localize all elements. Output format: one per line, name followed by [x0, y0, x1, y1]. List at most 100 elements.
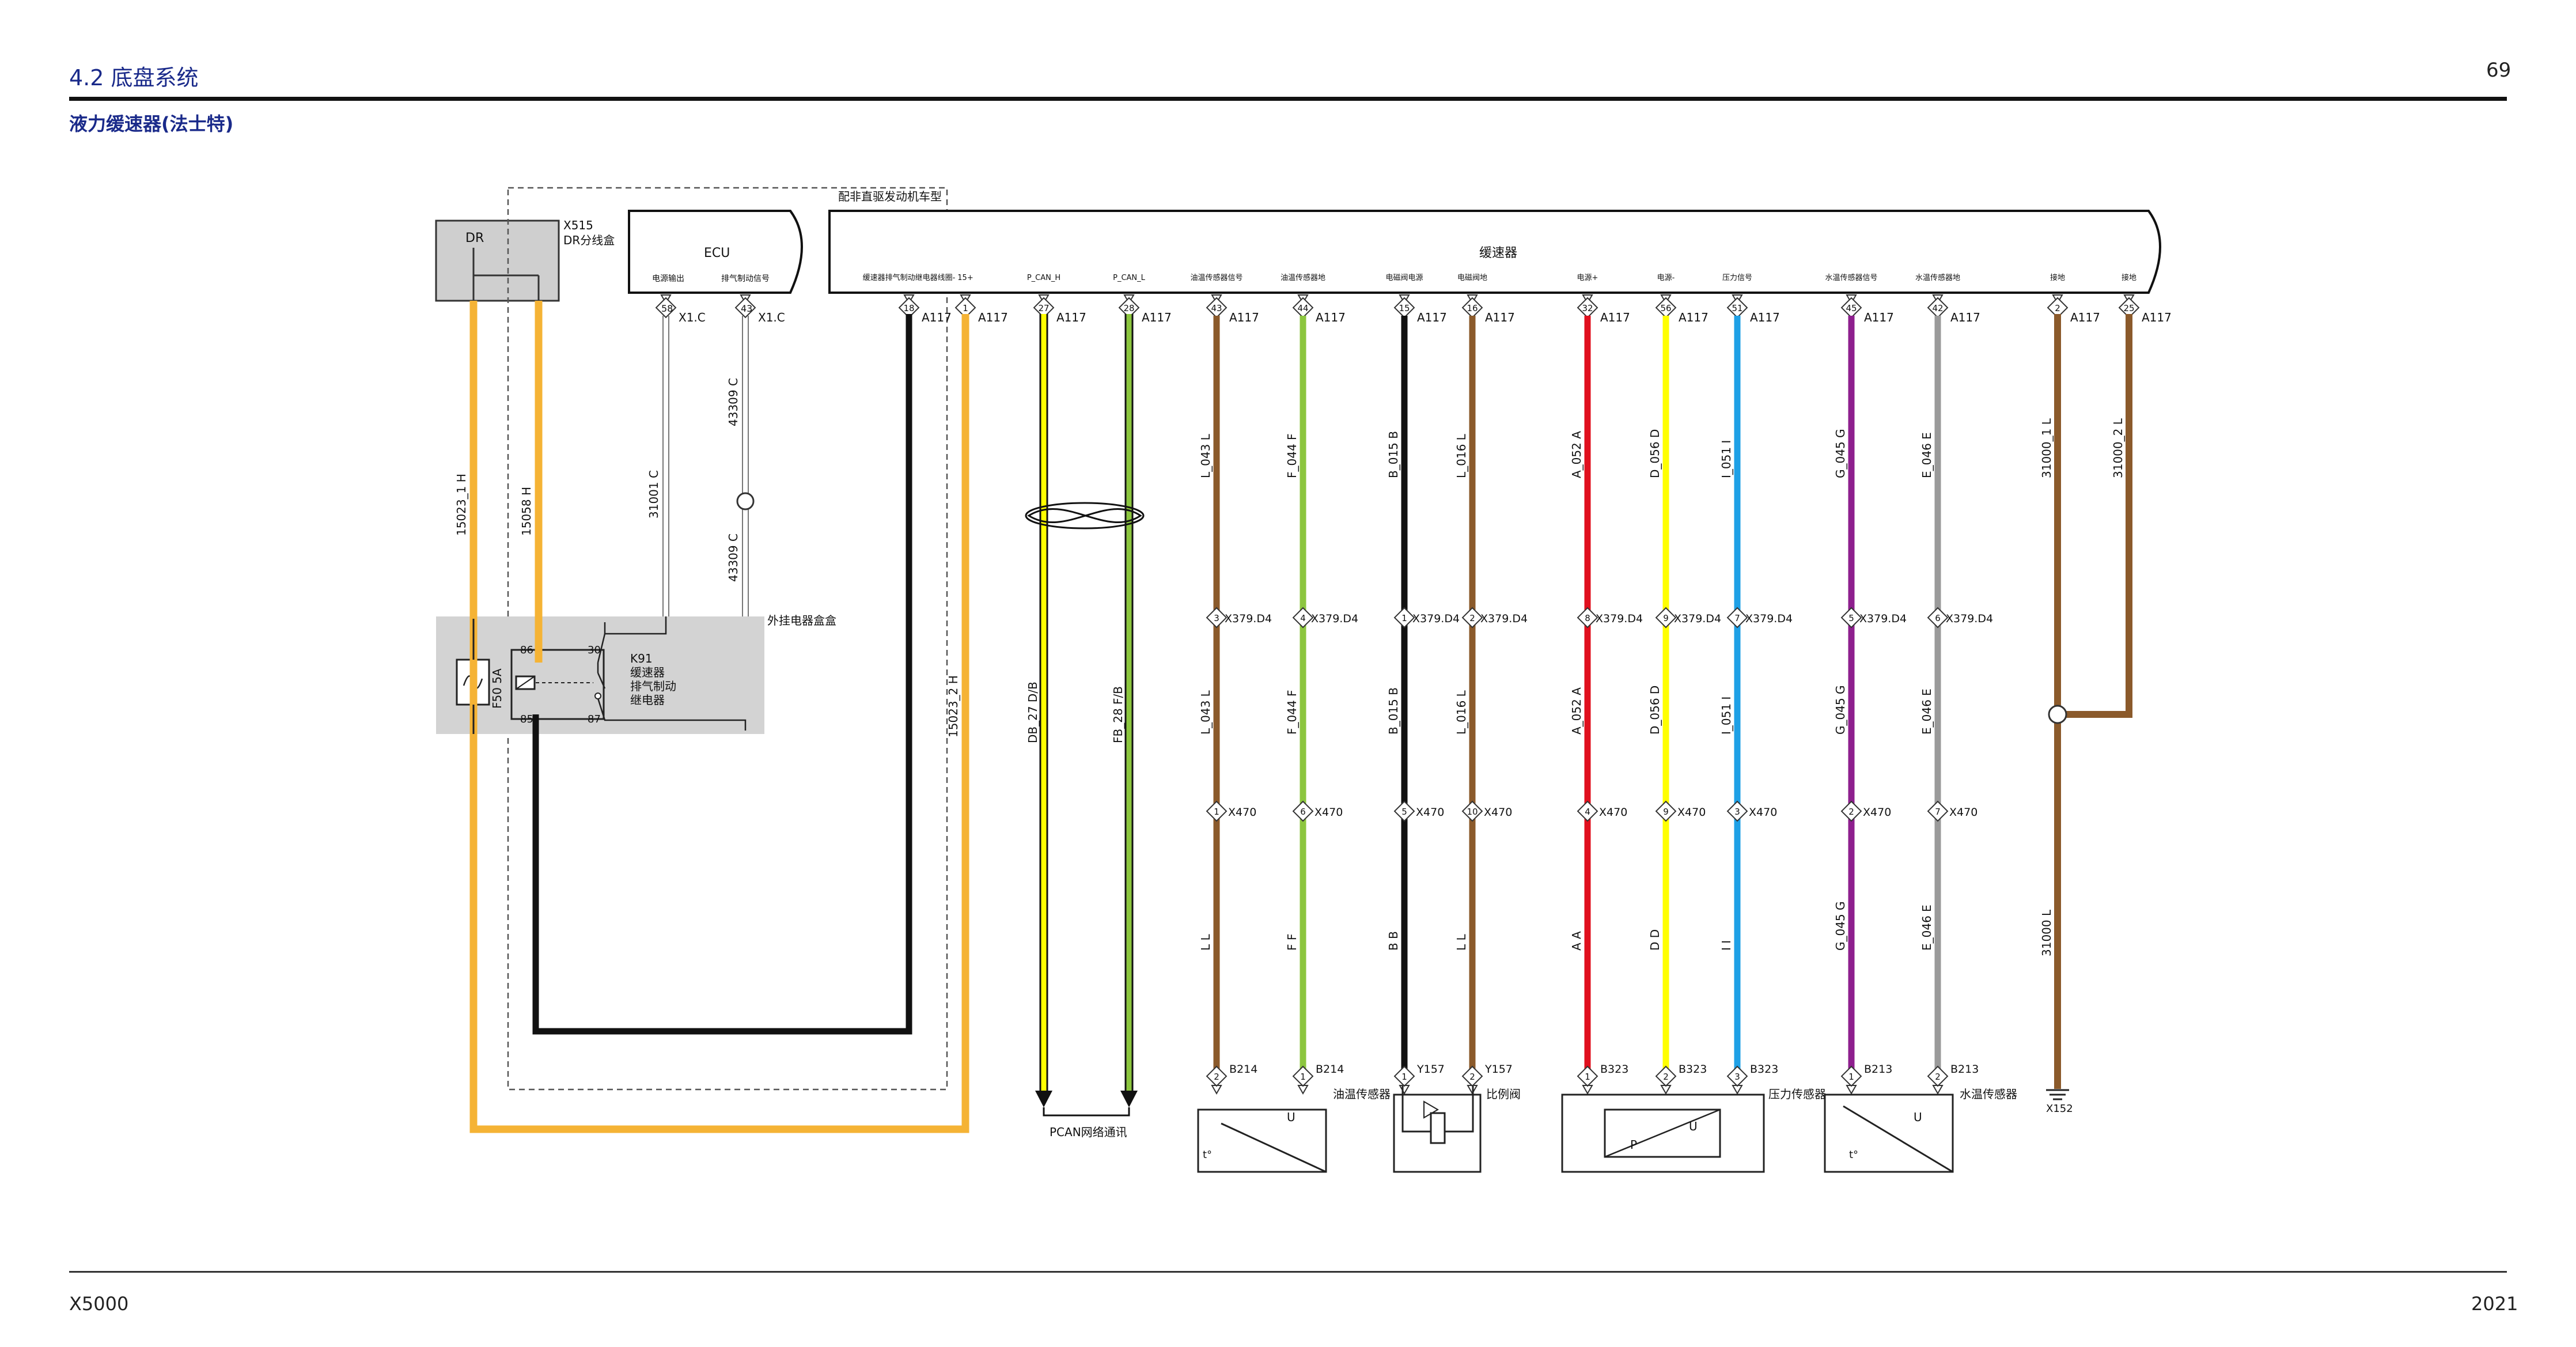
- x379-conn: X379.D4: [1480, 612, 1528, 625]
- connector-pin: [1655, 607, 1677, 629]
- ground-wires: X152 31000_1 L 31000_2 L 31000 L: [2040, 314, 2132, 1115]
- pin-number: 5: [1401, 807, 1407, 817]
- pin-number: 7: [1734, 613, 1740, 623]
- wire-label: 15023_2 H: [946, 675, 960, 737]
- relay-pin: 30: [588, 644, 601, 656]
- wire-label: L L: [1454, 934, 1468, 951]
- relay-box: 外挂电器盒盒 F50 5A 86 30 85 87 K91 缓速器 排气制动 继…: [436, 614, 836, 734]
- connector-pin: [1393, 607, 1415, 629]
- dashed-group-box: [507, 187, 948, 1091]
- retarder-pin-conn: A117: [922, 311, 952, 324]
- device-conn: B213: [1864, 1063, 1892, 1076]
- device-label: 水温传感器: [1960, 1087, 2017, 1101]
- relay-name: 缓速器: [630, 665, 665, 679]
- device-conn: B213: [1950, 1063, 1979, 1076]
- pin-number: 9: [1663, 807, 1669, 817]
- device-label: 油温传感器: [1333, 1087, 1391, 1101]
- connector-pin: [1206, 800, 1228, 822]
- pin-number: 2: [1214, 1072, 1219, 1082]
- connector-pin: [1655, 800, 1677, 822]
- retarder-pin-conn: A117: [2142, 311, 2172, 324]
- connector-pin: [1292, 607, 1314, 629]
- connector-pin: [1461, 1065, 1483, 1087]
- x379-conn: X379.D4: [1225, 612, 1272, 625]
- pin-number: 2: [1663, 1072, 1669, 1082]
- pin-number: 1: [1214, 807, 1219, 817]
- dashed-group-label: 配非直驱发动机车型: [838, 190, 942, 203]
- wire-label: 43309 C: [726, 378, 740, 426]
- connector-pin: [1206, 1065, 1228, 1087]
- wire-label: B_015 B: [1387, 431, 1400, 478]
- pin-number: 1: [1300, 1072, 1306, 1082]
- pin-number: 3: [1734, 1072, 1740, 1082]
- connector-pin: [2118, 297, 2140, 319]
- pin-number: 4: [1585, 807, 1590, 817]
- device-conn: B214: [1316, 1063, 1344, 1076]
- wire-label: D_056 D: [1648, 686, 1662, 735]
- wire-label: 31000 L: [2040, 909, 2054, 956]
- x470-conn: X470: [1599, 806, 1627, 819]
- retarder-pin-label: 电源-: [1657, 274, 1675, 282]
- pin-number: 18: [903, 303, 914, 313]
- relay-name: 排气制动: [630, 679, 676, 693]
- connector-pin: [1927, 1065, 1949, 1087]
- wire-label: 31000_2 L: [2111, 418, 2125, 478]
- page-number: 69: [2486, 59, 2511, 82]
- connector-pin: [1577, 607, 1598, 629]
- connector-pin: [1461, 800, 1483, 822]
- retarder-pin-conn: A117: [1864, 311, 1894, 324]
- ecu-conn: X1.C: [758, 311, 785, 324]
- connector-pin: [1726, 800, 1748, 822]
- connector-pin: [954, 297, 976, 319]
- retarder-pin-label: 压力信号: [1722, 274, 1752, 282]
- pin-number: 1: [1585, 1072, 1590, 1082]
- connector-pin: [1206, 607, 1228, 629]
- x470-conn: X470: [1949, 806, 1978, 819]
- dr-conn-id: X515: [563, 218, 593, 232]
- wire-label: B_015 B: [1387, 687, 1400, 735]
- retarder-pin-label: 15+: [957, 274, 973, 282]
- device-label: 压力传感器: [1768, 1087, 1826, 1101]
- page-subtitle: 液力缓速器(法士特): [69, 113, 234, 135]
- connector-pin: [1927, 800, 1949, 822]
- retarder-pin-conn: A117: [978, 311, 1008, 324]
- device-conn: B323: [1750, 1063, 1778, 1076]
- device-conn: Y157: [1484, 1063, 1513, 1076]
- water-temp-sensor: U t° 水温传感器: [1824, 1087, 2017, 1173]
- retarder-pin-conn: A117: [1056, 311, 1086, 324]
- pin-number: 15: [1399, 303, 1410, 313]
- section-title: 4.2 底盘系统: [69, 65, 199, 90]
- retarder-pin-conn: A117: [1950, 311, 1980, 324]
- footer-model: X5000: [69, 1293, 129, 1315]
- retarder-pin-conn: A117: [1485, 311, 1515, 324]
- pin-number: 56: [1660, 303, 1671, 313]
- relay-pin: 86: [520, 644, 533, 656]
- device-t: t°: [1849, 1149, 1858, 1161]
- ground-id: X152: [2046, 1103, 2073, 1115]
- wire-label: I_051 I: [1719, 697, 1733, 735]
- device-u: U: [1689, 1119, 1698, 1133]
- pin-number: 42: [1932, 303, 1943, 313]
- device-u: U: [1287, 1110, 1295, 1124]
- pin-number: 10: [1467, 807, 1478, 817]
- pin-number: 6: [1300, 807, 1306, 817]
- retarder-pin-conn: A117: [1229, 311, 1259, 324]
- header-rule: [69, 97, 2507, 101]
- x470-conn: X470: [1863, 806, 1891, 819]
- pin-number: 9: [1663, 613, 1669, 623]
- device-t: t°: [1203, 1149, 1212, 1161]
- footer-year: 2021: [2471, 1293, 2518, 1315]
- wire-label: I I: [1719, 940, 1733, 951]
- connector-pin: [1726, 297, 1748, 319]
- connector-pin: [1292, 800, 1314, 822]
- pin-number: 7: [1935, 807, 1941, 817]
- wire-label: A_052 A: [1570, 431, 1584, 478]
- pin-number: 2: [1469, 613, 1475, 623]
- relay-pin: 87: [588, 713, 601, 725]
- wire-label: G_045 G: [1833, 685, 1847, 735]
- x470-conn: X470: [1416, 806, 1444, 819]
- wire-label: 31001 C: [647, 470, 661, 519]
- device-label: 比例阀: [1486, 1087, 1521, 1101]
